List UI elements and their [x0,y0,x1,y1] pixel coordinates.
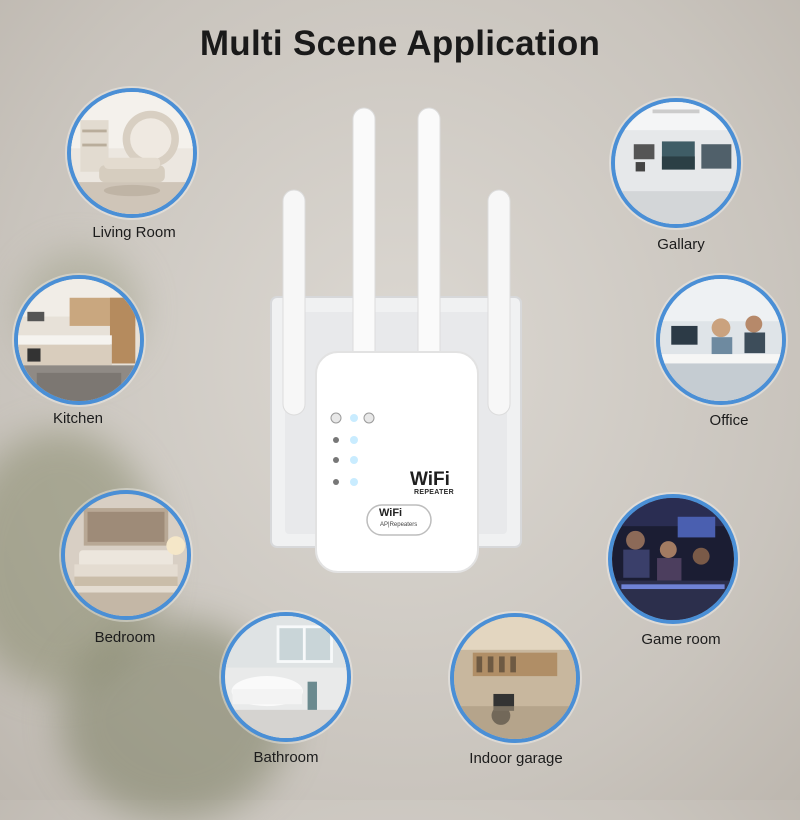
page-title: Multi Scene Application [199,24,601,63]
gallary-label: Gallary [657,236,705,253]
kitchen-image [14,275,144,405]
game-room-label: Game room [641,631,721,648]
gallary-image [611,98,741,228]
office-label: Office [709,412,749,429]
bedroom-image [61,490,191,620]
kitchen-label: Kitchen [52,410,104,427]
bathroom-label: Bathroom [253,749,319,766]
bathroom-image [221,612,351,742]
wifi-badge-subtitle: AP|Repeaters [380,522,418,528]
wifi-badge: WiFi [379,507,403,519]
bedroom-label: Bedroom [94,629,156,646]
wifi-logo-subtitle: REPEATER [414,489,454,496]
office-image [656,275,786,405]
game-room-image [608,494,738,624]
indoor-garage-image [450,613,580,743]
living-room-label: Living Room [92,224,176,241]
indoor-garage-label: Indoor garage [469,750,563,767]
living-room-image [67,88,197,218]
wifi-logo: WiFi [410,469,450,490]
